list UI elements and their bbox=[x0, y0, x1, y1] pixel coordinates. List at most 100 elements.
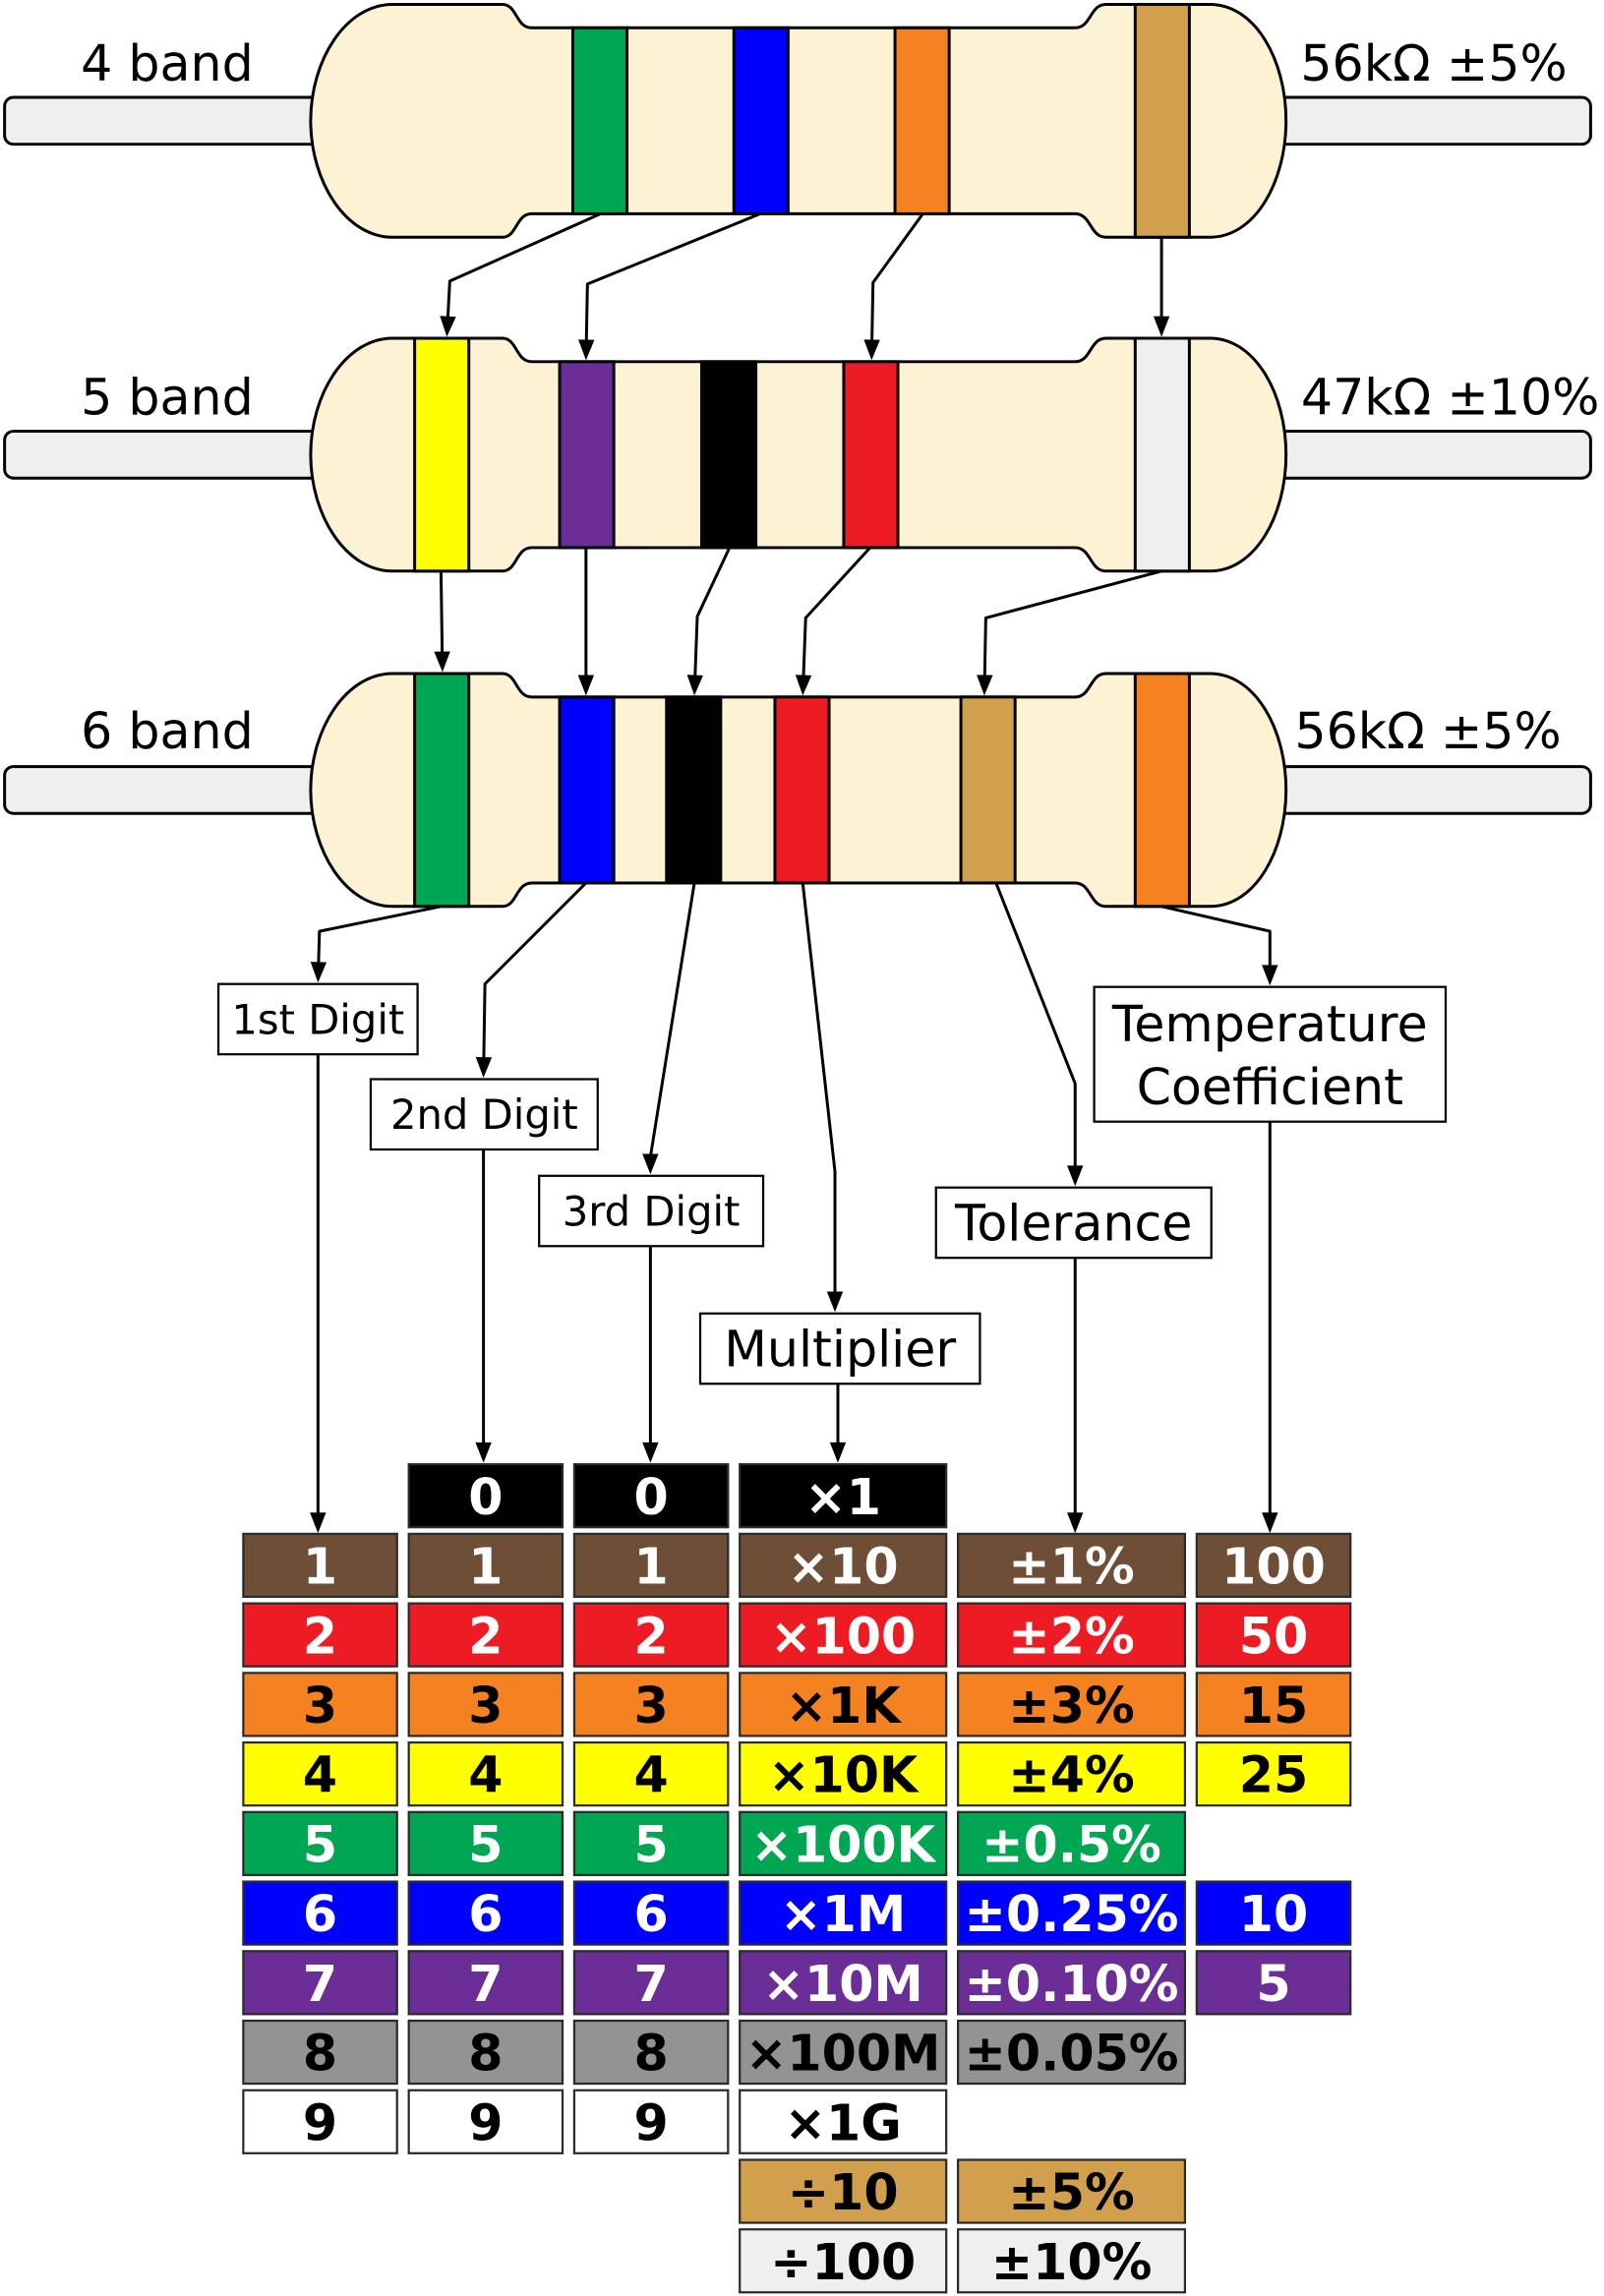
digit3-value-row-8: 8 bbox=[633, 2025, 668, 2083]
arrow-4band-first-digit-to-5band bbox=[446, 212, 602, 328]
third-digit-label: 3rd Digit bbox=[538, 1174, 765, 1248]
digit1-cell-row-3 bbox=[242, 1672, 398, 1737]
resistor-type-label: 5 band bbox=[81, 368, 254, 426]
tolerance-cell-row-3 bbox=[956, 1672, 1187, 1737]
multiplier-value-row-10: ÷10 bbox=[788, 2163, 899, 2221]
resistor-value-label: 56kΩ ±5% bbox=[1300, 34, 1567, 92]
arrow-4band-multiplier-to-5band bbox=[869, 212, 924, 352]
tolerance-cell-row-5 bbox=[956, 1810, 1187, 1876]
arrow-6band-to-third-digit-label bbox=[648, 882, 696, 1166]
arrowhead bbox=[642, 1442, 659, 1463]
arrowhead bbox=[475, 1442, 492, 1463]
tempco-cell-row-4 bbox=[1195, 1740, 1352, 1807]
third-digit-band bbox=[700, 360, 758, 550]
arrowhead bbox=[1262, 965, 1278, 986]
digit2-value-row-1: 1 bbox=[468, 1538, 503, 1596]
multiplier-value-row-9: ×1G bbox=[785, 2093, 902, 2151]
digit3-value-row-9: 9 bbox=[633, 2093, 668, 2151]
tolerance-value-row-4: ±4% bbox=[1008, 1746, 1134, 1804]
tolerance-value-row-2: ±2% bbox=[1008, 1607, 1134, 1665]
arrowhead bbox=[977, 675, 993, 696]
multiplier-cell-row-1 bbox=[739, 1532, 948, 1599]
tempco-cell-row-6 bbox=[1195, 1880, 1352, 1946]
resistor-value-label: 47kΩ ±10% bbox=[1301, 368, 1599, 426]
digit2-cell-row-3 bbox=[407, 1672, 564, 1737]
tempco-value-row-6: 10 bbox=[1239, 1885, 1308, 1943]
arrowhead bbox=[1262, 1512, 1278, 1534]
digit1-cell-row-4 bbox=[242, 1740, 398, 1807]
multiplier-value-row-0: ×1 bbox=[804, 1468, 881, 1526]
digit3-cell-row-3 bbox=[572, 1672, 730, 1737]
digit2-cell-row-2 bbox=[407, 1602, 564, 1668]
tolerance-value-row-5: ±0.5% bbox=[981, 1815, 1161, 1873]
tempco-value-row-7: 5 bbox=[1256, 1955, 1290, 2013]
arrowhead bbox=[310, 1512, 327, 1534]
arrow-5band-multiplier-to-6band bbox=[802, 546, 871, 687]
right-lead bbox=[1258, 765, 1592, 815]
tempco-cell-row-2 bbox=[1195, 1602, 1352, 1668]
arrowhead bbox=[795, 675, 812, 696]
tolerance-cell-row-8 bbox=[956, 2019, 1187, 2086]
tempco-cell-row-1 bbox=[1195, 1532, 1352, 1599]
second-digit-band bbox=[558, 360, 616, 550]
second-digit-label-box bbox=[369, 1078, 599, 1151]
first-digit-band bbox=[413, 672, 471, 909]
digit2-value-row-3: 3 bbox=[468, 1677, 503, 1735]
tolerance-band bbox=[959, 695, 1017, 885]
second-digit-band bbox=[558, 695, 616, 885]
digit3-value-row-3: 3 bbox=[633, 1677, 668, 1735]
multiplier-cell-row-8 bbox=[739, 2019, 948, 2086]
resistor-6-band: 6 band 56kΩ ±5% bbox=[3, 672, 1592, 909]
third-digit-label-text: 3rd Digit bbox=[563, 1187, 741, 1235]
tolerance-cell-row-4 bbox=[956, 1740, 1187, 1807]
resistor-body bbox=[309, 2, 1288, 239]
arrow-6band-to-first-digit-label bbox=[317, 905, 442, 974]
arrowhead bbox=[826, 1291, 844, 1313]
connector-arrows bbox=[310, 212, 1278, 1534]
arrow-6band-to-multiplier-label bbox=[801, 882, 837, 1304]
arrow-4band-second-digit-to-5band bbox=[584, 212, 761, 352]
left-lead bbox=[3, 765, 339, 815]
digit2-cell-row-8 bbox=[407, 2019, 564, 2086]
digit2-cell-row-5 bbox=[407, 1810, 564, 1876]
digit3-value-row-6: 6 bbox=[633, 1885, 668, 1943]
band-role-labels: 1st Digit 2nd Digit 3rd Digit Multiplier… bbox=[216, 982, 1448, 1385]
digit2-value-row-8: 8 bbox=[468, 2025, 503, 2083]
second-digit-band bbox=[732, 26, 790, 215]
tolerance-band bbox=[1133, 336, 1191, 573]
arrowhead bbox=[475, 1057, 493, 1079]
arrowhead bbox=[829, 1442, 847, 1463]
multiplier-label-text: Multiplier bbox=[724, 1320, 956, 1378]
arrowhead bbox=[434, 651, 450, 673]
third-digit-label-box bbox=[538, 1174, 765, 1248]
digit1-value-row-5: 5 bbox=[303, 1815, 337, 1873]
digit2-value-row-2: 2 bbox=[468, 1607, 503, 1665]
color-code-table: 12345678901234567890123456789×1×10×100×1… bbox=[242, 1463, 1352, 2294]
digit2-cell-row-4 bbox=[407, 1740, 564, 1807]
multiplier-band bbox=[893, 26, 951, 215]
tempco-label: Temperature Coefficient bbox=[1093, 985, 1448, 1123]
second-digit-label-text: 2nd Digit bbox=[390, 1090, 578, 1139]
tolerance-value-row-3: ±3% bbox=[1008, 1677, 1134, 1735]
tolerance-value-row-7: ±0.10% bbox=[964, 1955, 1178, 2013]
multiplier-value-row-8: ×100M bbox=[745, 2025, 940, 2083]
multiplier-band bbox=[773, 695, 831, 885]
digit3-cell-row-2 bbox=[572, 1602, 730, 1668]
tempco-value-row-2: 50 bbox=[1239, 1607, 1308, 1665]
digit1-cell-row-8 bbox=[242, 2019, 398, 2086]
arrow-6band-to-tempco-label bbox=[1160, 905, 1272, 977]
multiplier-value-row-11: ÷100 bbox=[770, 2233, 916, 2291]
tolerance-value-row-6: ±0.25% bbox=[964, 1885, 1178, 1943]
digit3-cell-row-4 bbox=[572, 1740, 730, 1807]
multiplier-value-row-1: ×10 bbox=[788, 1538, 899, 1596]
third-digit-band bbox=[665, 695, 723, 885]
arrowhead bbox=[1067, 1512, 1084, 1534]
digit1-value-row-2: 2 bbox=[303, 1607, 337, 1665]
first-digit-label-box bbox=[216, 982, 419, 1056]
tempco-cell-row-7 bbox=[1195, 1950, 1352, 2016]
digit2-value-row-9: 9 bbox=[468, 2093, 503, 2151]
multiplier-cell-row-5 bbox=[739, 1810, 948, 1876]
